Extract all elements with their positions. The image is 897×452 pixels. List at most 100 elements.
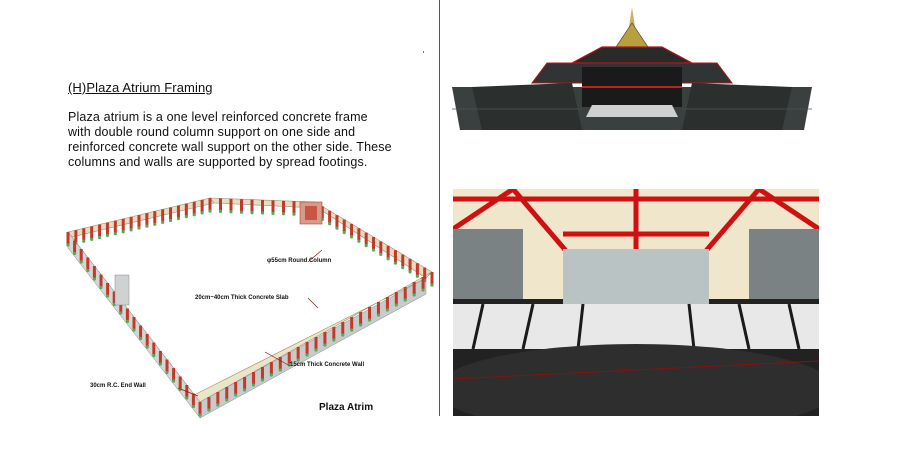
column (225, 387, 229, 399)
footing (218, 209, 223, 213)
column (153, 211, 157, 224)
footing (349, 235, 354, 239)
footing (385, 308, 389, 312)
footing (296, 358, 300, 362)
diagram-caption: Plaza Atrim (319, 402, 374, 413)
column (86, 257, 90, 270)
footing (364, 244, 368, 248)
footing (145, 224, 149, 228)
column (350, 223, 354, 236)
footing (250, 211, 254, 215)
paragraph-line: reinforced concrete wall support on the … (68, 140, 392, 154)
footing (184, 215, 188, 219)
column (158, 351, 162, 363)
column (73, 240, 77, 253)
footing (129, 228, 133, 232)
footing (281, 212, 286, 216)
column (394, 292, 398, 304)
footing (121, 230, 125, 234)
footing (168, 218, 173, 223)
footing (412, 293, 416, 297)
column (178, 376, 182, 389)
label-concrete-slab: 20cm~40cm Thick Concrete Slab (195, 295, 289, 301)
column (216, 392, 220, 404)
footing (113, 232, 117, 236)
footing (225, 398, 229, 402)
column (219, 198, 222, 211)
footing (342, 230, 346, 235)
column (376, 302, 380, 314)
column (408, 258, 412, 271)
column (200, 199, 204, 212)
paragraph-line: Plaza atrium is a one level reinforced c… (68, 110, 368, 124)
footing (394, 303, 398, 307)
column (98, 224, 102, 237)
footing (408, 270, 412, 274)
footing (239, 210, 244, 214)
footing (79, 260, 83, 264)
column (260, 367, 264, 379)
column (240, 199, 243, 212)
column (119, 300, 123, 312)
stray-mark (423, 51, 424, 53)
footing (90, 237, 94, 241)
footing (260, 211, 265, 215)
label-round-column: φ55cm Round Column (267, 258, 332, 264)
footing (234, 393, 238, 397)
footing (421, 288, 425, 292)
column (368, 307, 372, 319)
column (292, 201, 296, 214)
footing (371, 248, 376, 252)
footing (271, 211, 275, 215)
footing (105, 233, 110, 238)
column (350, 317, 354, 329)
footing (415, 274, 419, 278)
column (132, 317, 136, 329)
end-wall (114, 201, 323, 306)
column (250, 199, 254, 212)
footing (357, 239, 361, 243)
column (296, 347, 300, 359)
exterior-render (452, 7, 812, 130)
footing (243, 388, 247, 392)
column (401, 254, 405, 267)
footing (207, 408, 211, 412)
column (342, 219, 346, 232)
footing (335, 226, 339, 230)
footing (328, 222, 332, 226)
footing (145, 345, 149, 349)
column (403, 287, 407, 299)
column (66, 232, 70, 244)
column (314, 337, 318, 349)
footing (208, 209, 212, 213)
column (328, 210, 332, 223)
column (184, 203, 188, 216)
footing (172, 379, 176, 383)
description-paragraph: Plaza atrium is a one level reinforced c… (68, 110, 428, 170)
footing (198, 413, 202, 417)
footing (82, 239, 86, 243)
column (364, 232, 368, 245)
footing (323, 343, 327, 347)
footing (66, 243, 70, 247)
footing (251, 383, 256, 387)
column (207, 397, 211, 409)
column (423, 267, 427, 280)
footing (106, 294, 110, 298)
footing (191, 404, 195, 409)
column (243, 377, 247, 389)
footing (139, 336, 143, 341)
column (208, 198, 212, 210)
footing (305, 353, 309, 357)
footing (332, 338, 336, 342)
column (79, 249, 83, 261)
column (191, 393, 195, 406)
footing (278, 368, 282, 372)
footing (314, 348, 318, 352)
column (129, 216, 133, 229)
column (261, 200, 264, 212)
column (234, 382, 238, 394)
column (305, 342, 309, 354)
footing (152, 353, 156, 358)
column (198, 402, 202, 414)
